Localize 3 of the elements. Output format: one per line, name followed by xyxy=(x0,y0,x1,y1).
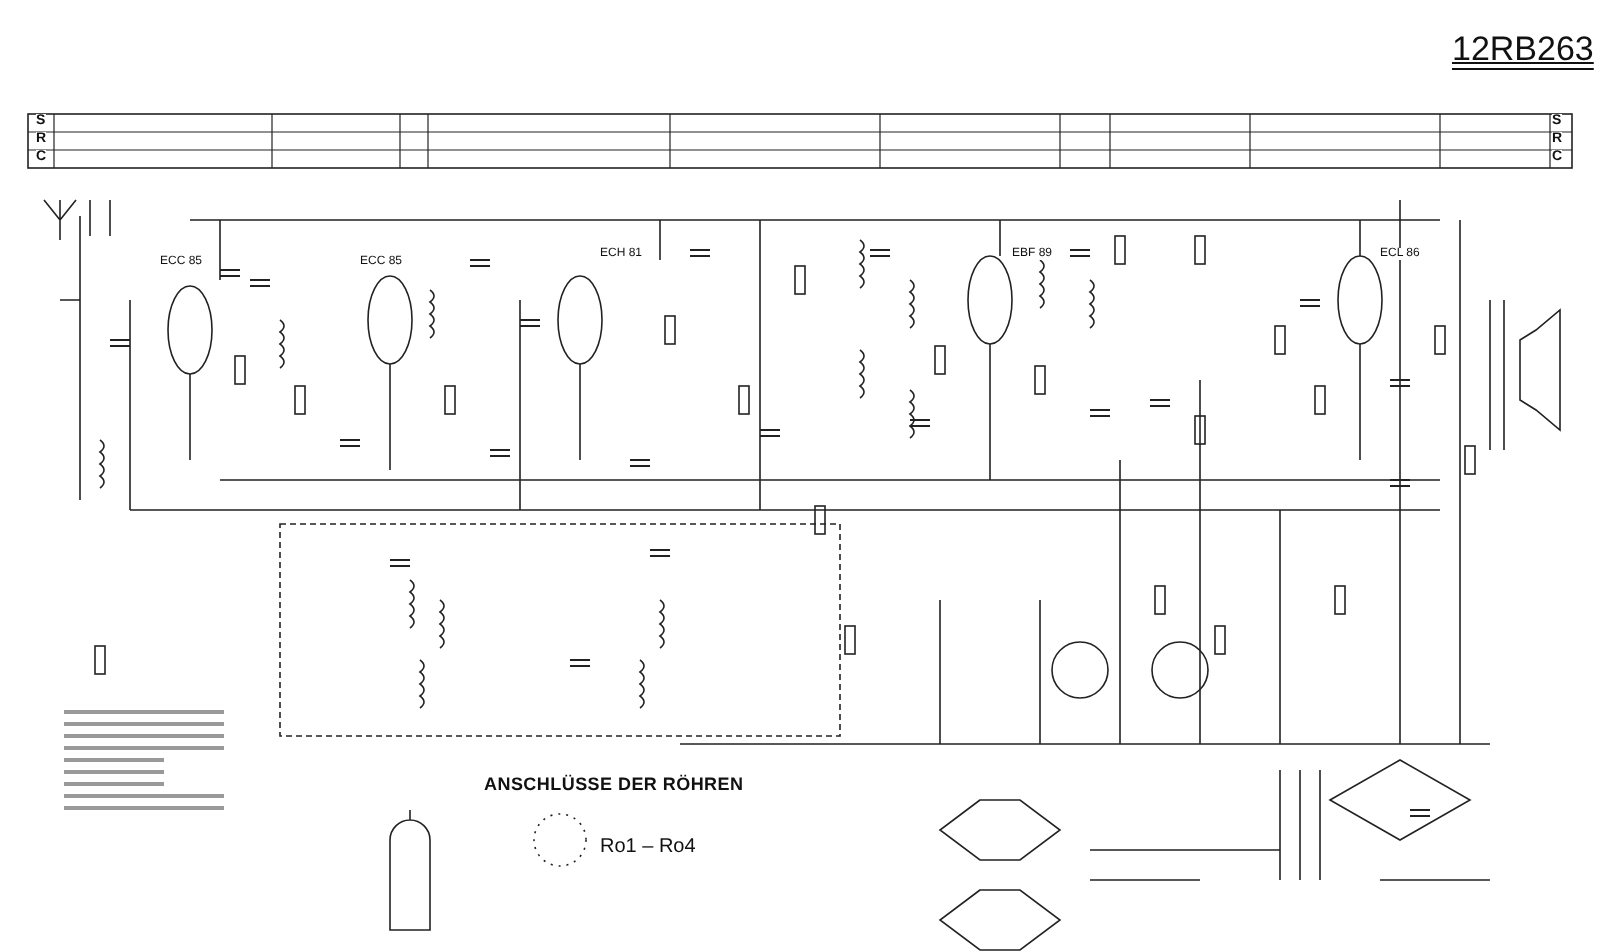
model-number: 12RB263 xyxy=(1452,28,1594,72)
tube-label: Ro1 – Ro4 xyxy=(600,838,696,858)
heading-text: ANSCHLÜSSE DER RÖHREN xyxy=(484,776,744,794)
